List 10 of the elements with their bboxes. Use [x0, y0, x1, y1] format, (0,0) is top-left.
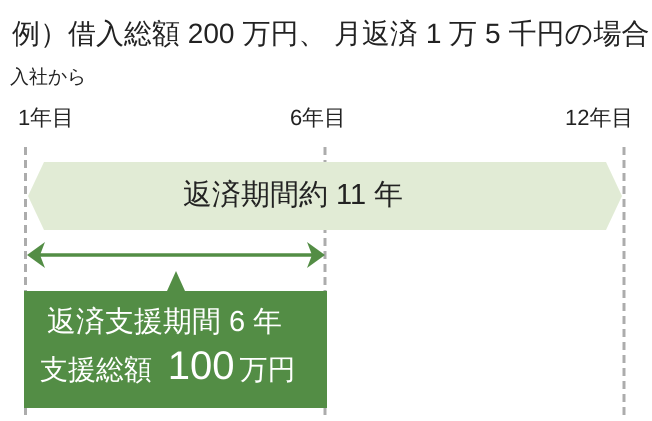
- timeline-caption: 入社から: [10, 67, 86, 89]
- year-label: 12年目: [565, 105, 634, 130]
- period-text: 返済期間約 11 年: [183, 179, 404, 212]
- title: 例）借入総額 200 万円、 月返済 1 万 5 千円の場合: [12, 18, 650, 50]
- year-label: 1年目: [18, 105, 74, 130]
- support-period-text: 返済支援期間 6 年: [47, 306, 282, 340]
- support-amount-text: 支援総額 100万円: [40, 343, 296, 389]
- callout-box: [24, 271, 327, 408]
- year-label: 6年目: [290, 105, 346, 130]
- period-band: [28, 162, 622, 230]
